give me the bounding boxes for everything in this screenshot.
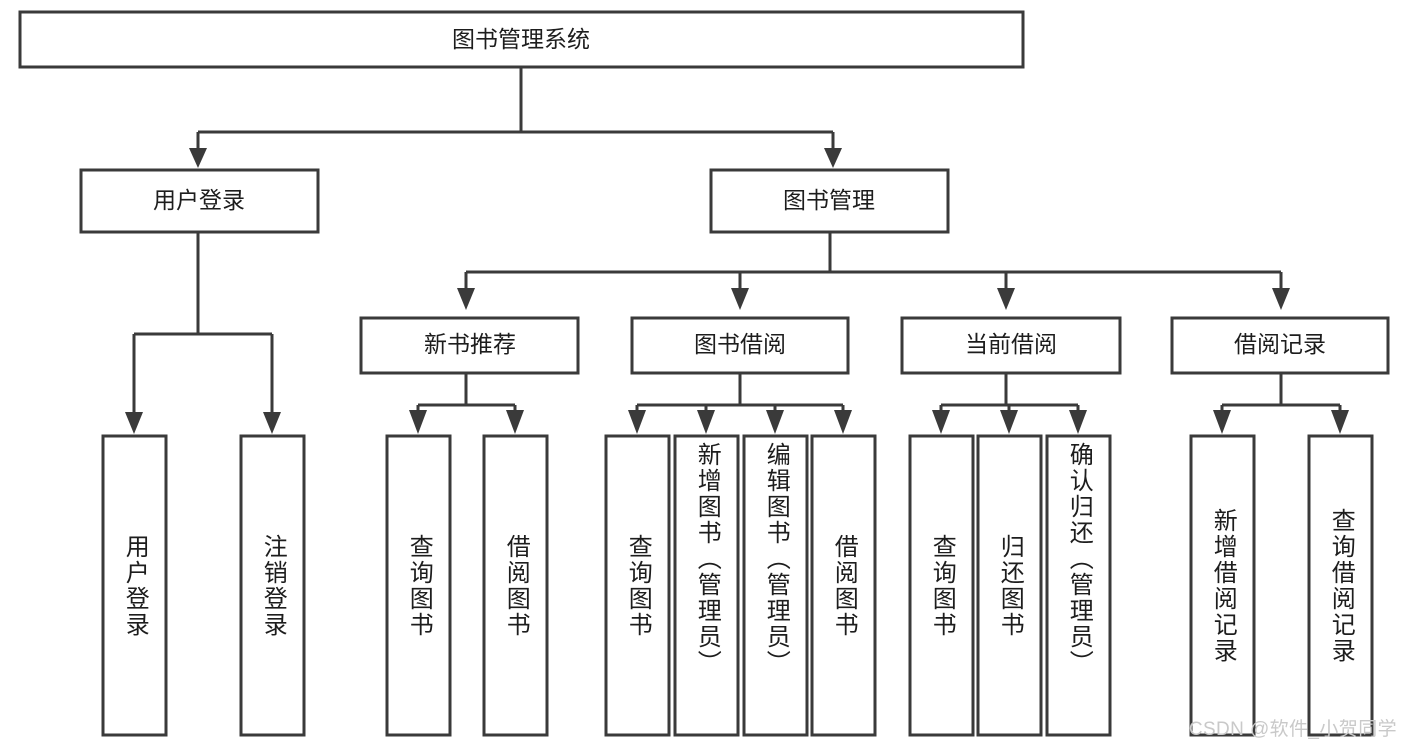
node-leaf-borrow-book-1[interactable] <box>482 434 549 737</box>
arrowhead-leaf-query-book-1 <box>409 410 427 434</box>
arrowhead-new-book-recommend <box>457 288 475 310</box>
node-current-borrow-label: 当前借阅 <box>965 331 1057 357</box>
arrowhead-book-borrow <box>731 288 749 310</box>
node-user-login[interactable] <box>79 168 320 234</box>
node-book-management-label: 图书管理 <box>783 187 875 213</box>
arrowhead-leaf-query-record <box>1331 410 1349 434</box>
node-borrow-record[interactable] <box>1170 316 1390 375</box>
arrowhead-user-login <box>189 148 207 168</box>
node-book-management[interactable] <box>709 168 950 234</box>
arrowhead-leaf-add-book <box>697 410 715 434</box>
arrowhead-leaf-query-book-3 <box>932 410 950 434</box>
node-new-book-recommend-label: 新书推荐 <box>424 331 516 357</box>
node-user-login-label: 用户登录 <box>153 187 245 213</box>
node-book-borrow-label: 图书借阅 <box>694 331 786 357</box>
arrowhead-current-borrow <box>997 288 1015 310</box>
arrowhead-leaf-edit-book <box>766 410 784 434</box>
node-leaf-add-record[interactable] <box>1189 434 1256 737</box>
arrowhead-leaf-user-login <box>125 412 143 434</box>
node-leaf-query-book-2[interactable] <box>604 434 671 737</box>
arrowhead-leaf-query-book-2 <box>628 410 646 434</box>
node-root-label: 图书管理系统 <box>452 26 590 52</box>
node-leaf-borrow-book-2[interactable] <box>810 434 877 737</box>
node-leaf-add-book[interactable] <box>673 434 740 737</box>
node-leaf-edit-book[interactable] <box>742 434 809 737</box>
connectors-group <box>125 67 1349 434</box>
arrowhead-leaf-user-logout <box>263 412 281 434</box>
node-root[interactable] <box>18 10 1025 69</box>
arrowhead-leaf-borrow-book-1 <box>506 410 524 434</box>
node-leaf-return-book[interactable] <box>976 434 1043 737</box>
node-leaf-query-record[interactable] <box>1307 434 1374 737</box>
node-current-borrow[interactable] <box>900 316 1122 375</box>
node-leaf-user-login[interactable] <box>101 434 168 737</box>
node-leaf-query-book-1[interactable] <box>385 434 452 737</box>
node-leaf-query-book-3[interactable] <box>908 434 975 737</box>
nodes-group: 图书管理系统 用户登录 图书管理 新书推荐 图书借阅 当前借阅 借阅记录 <box>18 10 1390 737</box>
watermark-text: CSDN @软件_小贺同学 <box>1188 719 1397 740</box>
arrowhead-leaf-add-record <box>1213 410 1231 434</box>
arrowhead-book-management <box>824 148 842 168</box>
node-new-book-recommend[interactable] <box>359 316 580 375</box>
node-book-borrow[interactable] <box>630 316 850 375</box>
node-leaf-confirm-return[interactable] <box>1045 434 1112 737</box>
arrowhead-leaf-return-book <box>1000 410 1018 434</box>
arrowhead-leaf-confirm-return <box>1069 410 1087 434</box>
node-borrow-record-label: 借阅记录 <box>1234 331 1326 357</box>
arrowhead-leaf-borrow-book-2 <box>834 410 852 434</box>
node-leaf-user-logout[interactable] <box>239 434 306 737</box>
arrowhead-borrow-record <box>1272 288 1290 310</box>
